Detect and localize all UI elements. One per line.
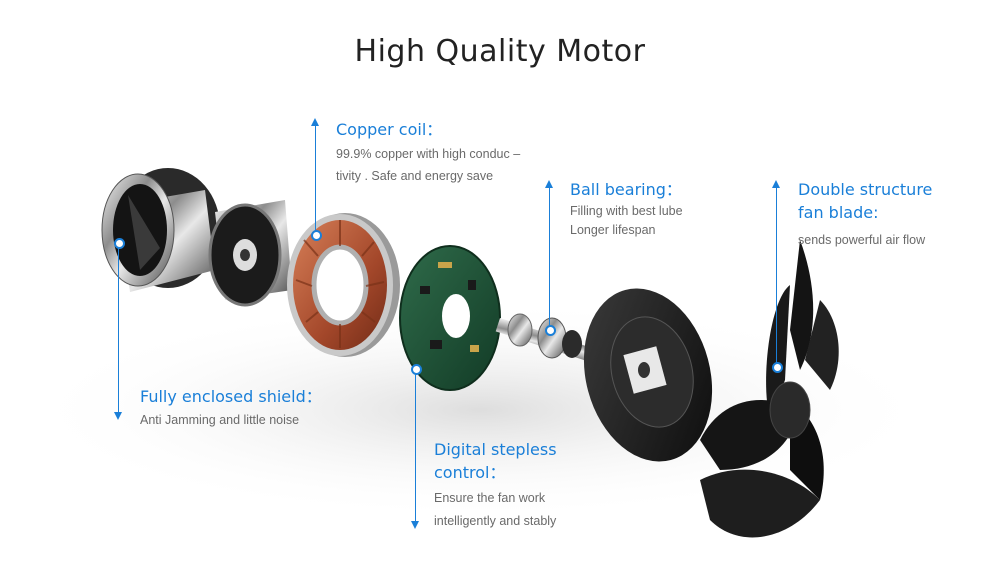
ball-bearing-desc-line: Filling with best lube [570,204,683,218]
stepless-control-desc-line: intelligently and stably [434,514,557,528]
copper-coil-marker-dot [311,230,322,241]
shield-heading: Fully enclosed shield： [140,387,322,406]
stepless-control-marker-dot [411,364,422,375]
ball-bearing-desc-line: Longer lifespan [570,223,656,237]
fan-blade-arrow-icon [772,180,780,188]
copper-coil-arrow-icon [311,118,319,126]
fan-blade-desc-line: sends powerful air flow [798,233,926,247]
end-plate-part [583,288,713,462]
shield-part [101,168,220,292]
stepless-control-desc-line: Ensure the fan work [434,491,546,505]
rotor-part [208,200,292,307]
stepless-control-heading-line: control： [434,463,506,482]
copper-coil-heading: Copper coil： [336,120,443,139]
ball-bearing-marker-dot [545,325,556,336]
copper-coil-part [287,213,400,357]
fan-blade-leader-line [776,186,777,364]
fan-blade-heading-line: fan blade: [798,203,879,222]
shield-marker-dot [114,238,125,249]
copper-coil-desc-line: 99.9% copper with high conduc – [336,147,521,161]
page-title: High Quality Motor [354,34,646,69]
stepless-control-arrow-icon [411,521,419,529]
fan-blade-heading-line: Double structure [798,180,933,199]
ball-bearing-heading: Ball bearing： [570,180,682,199]
fan-blade-marker-dot [772,362,783,373]
ball-bearing-arrow-icon [545,180,553,188]
floor-shadow [20,300,940,520]
fan-blade-part [700,240,839,538]
ball-bearing-leader-line [549,186,550,328]
stepless-control-heading-line: Digital stepless [434,440,557,459]
shield-leader-line [118,247,119,414]
stepless-control-leader-line [415,373,416,523]
copper-coil-desc-line: tivity . Safe and energy save [336,169,494,183]
shield-arrow-icon [114,412,122,420]
shield-desc-line: Anti Jamming and little noise [140,413,300,427]
copper-coil-leader-line [315,124,316,234]
